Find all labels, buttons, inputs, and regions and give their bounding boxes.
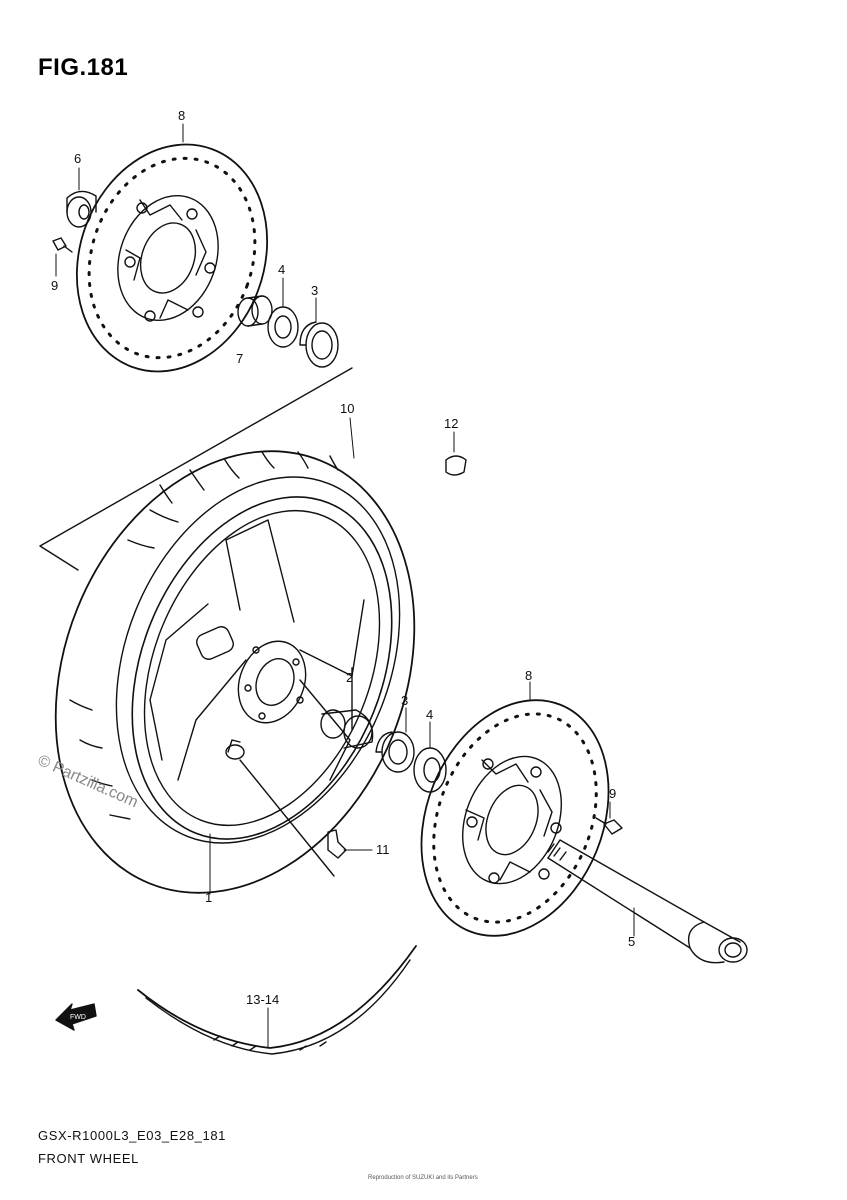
section-name: FRONT WHEEL <box>38 1151 139 1166</box>
retaining-clip <box>445 455 467 476</box>
assembly-guide-lines <box>39 367 353 877</box>
lower-brake-disc <box>420 699 610 937</box>
dust-seal <box>66 190 97 228</box>
callout-2: 2 <box>346 670 353 685</box>
callout-3-lower: 3 <box>401 693 408 708</box>
forward-direction-arrow: FWD <box>55 1003 97 1031</box>
callout-6: 6 <box>74 151 81 166</box>
disc-bolt-upper <box>52 237 73 253</box>
callout-11: 11 <box>376 842 390 857</box>
model-code: GSX-R1000L3_E03_E28_181 <box>38 1128 226 1143</box>
copyright-notice: Reproduction of SUZUKI and its Partners <box>368 1175 478 1181</box>
hub-spacer <box>320 709 374 749</box>
callout-8-lower: 8 <box>525 668 532 683</box>
balancer-weight-strip <box>137 945 417 1055</box>
callout-4-upper: 4 <box>278 262 285 277</box>
figure-title: FIG.181 <box>38 54 129 81</box>
callout-8-upper: 8 <box>178 108 185 123</box>
callout-7: 7 <box>236 351 243 366</box>
callout-12: 12 <box>444 416 458 431</box>
callout-4-lower: 4 <box>426 707 433 722</box>
callout-labels: 8 6 9 4 3 7 10 12 2 3 4 8 9 11 1 5 13-14 <box>51 108 635 1007</box>
callout-13-14: 13-14 <box>246 992 279 1007</box>
upper-brake-disc <box>75 143 269 373</box>
front-tire <box>54 450 416 894</box>
tire-valve <box>327 829 347 859</box>
fwd-label: FWD <box>70 1014 86 1021</box>
callout-1: 1 <box>205 890 212 905</box>
callout-3-upper: 3 <box>311 283 318 298</box>
wheel-hub <box>237 640 307 724</box>
bearing-lower <box>375 731 415 773</box>
callout-9-lower: 9 <box>609 786 616 801</box>
callout-10: 10 <box>340 401 354 416</box>
oil-seal-upper <box>267 306 299 348</box>
callout-9-upper: 9 <box>51 278 58 293</box>
wheel-spacer <box>237 295 273 327</box>
leader-lines <box>55 123 635 1049</box>
callout-5: 5 <box>628 934 635 949</box>
bearing-upper <box>299 321 339 368</box>
valve-hole <box>225 739 245 760</box>
front-axle <box>547 839 748 964</box>
disc-bolt-lower <box>595 817 623 835</box>
